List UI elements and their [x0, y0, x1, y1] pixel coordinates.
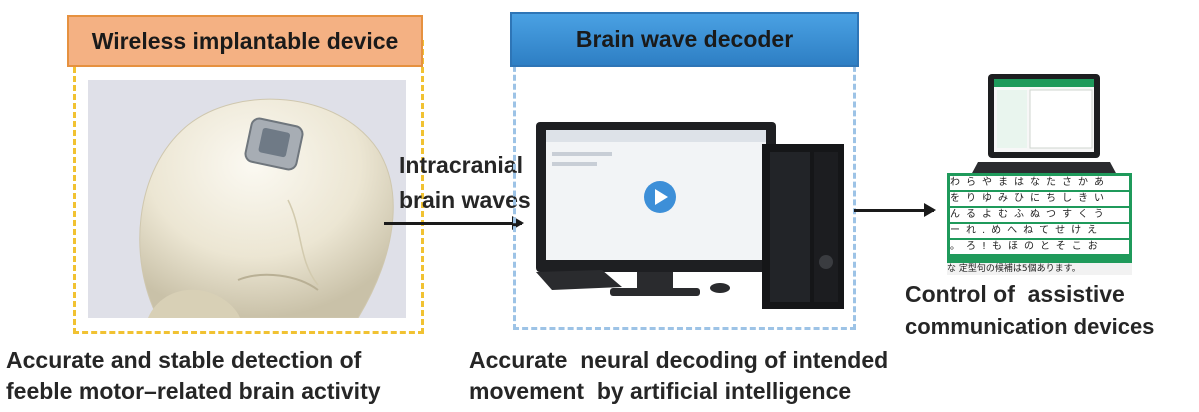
kana-grid: わらやまはなたさかあ をりゆみひにちしきい んるよむふぬつすくう ーれ.めへねて… [950, 176, 1129, 254]
computer-image [522, 112, 850, 312]
signal-label-line2: brain waves [399, 187, 531, 213]
kana-keyboard-board: わらやまはなたさかあ をりゆみひにちしきい んるよむふぬつすくう ーれ.めへねて… [947, 173, 1132, 263]
skull-illustration [88, 80, 406, 318]
desktop-computer-illustration [536, 122, 844, 309]
kana-row-1: わらやまはなたさかあ [950, 176, 1129, 190]
kana-row-2: をりゆみひにちしきい [950, 192, 1129, 206]
decoder-caption-line1: Accurate neural decoding of intended [469, 347, 889, 373]
signal-label-line1: Intracranial [399, 152, 523, 178]
implant-stage-header: Wireless implantable device [67, 15, 423, 67]
kana-row-4: ーれ.めへねてせけえ [950, 224, 1129, 238]
devices-caption-line2: communication devices [905, 314, 1155, 339]
dell-logo-icon [819, 255, 833, 269]
output-arrow [854, 203, 936, 217]
decoder-caption-line2: movement by artificial intelligence [469, 378, 852, 404]
mouse-icon [710, 283, 730, 293]
kana-footer-text: な 定型句の候補は5個あります。 [947, 263, 1132, 275]
skull-image [88, 80, 406, 318]
kana-row-3: んるよむふぬつすくう [950, 208, 1129, 222]
signal-arrow [384, 216, 524, 230]
implant-caption-line1: Accurate and stable detection of [6, 347, 362, 373]
assistive-device-image [942, 70, 1137, 270]
devices-caption-line1: Control of assistive [905, 281, 1125, 307]
implant-device-icon [244, 117, 304, 171]
laptop-illustration [964, 74, 1124, 188]
kana-row-5: 。ろ!もほのとそこお [950, 240, 1129, 254]
implant-caption-line2: feeble motor–related brain activity [6, 378, 381, 404]
decoder-stage-header: Brain wave decoder [510, 12, 859, 67]
